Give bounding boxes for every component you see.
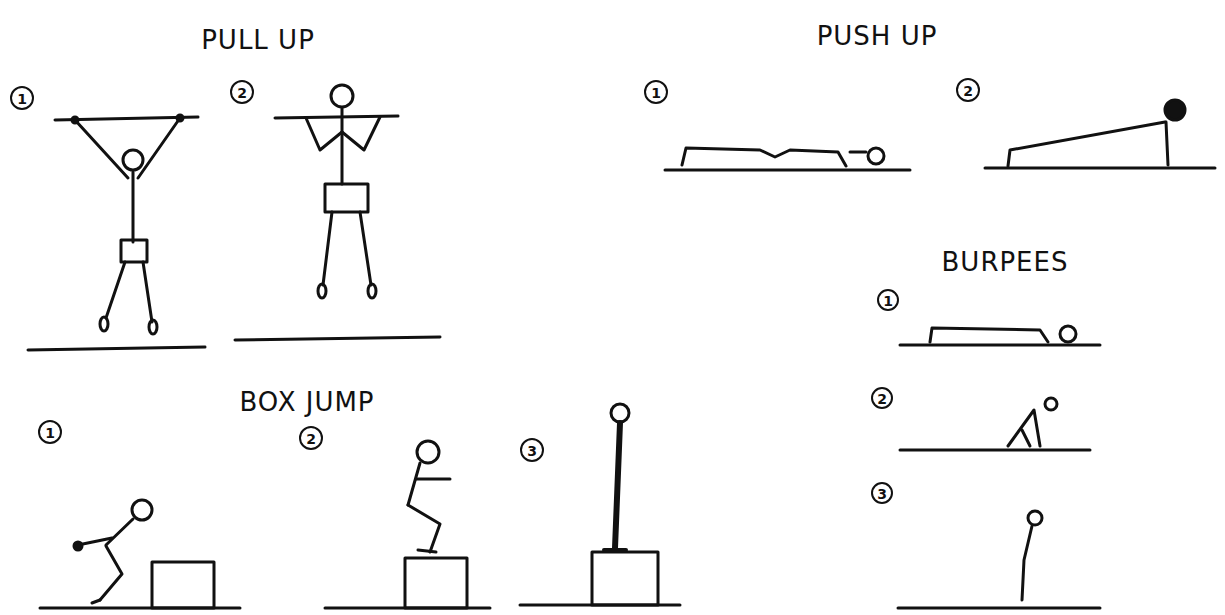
exercise-title: BOX JUMP: [239, 389, 374, 415]
callout-number: 2: [237, 86, 247, 100]
exercise-title: PUSH UP: [817, 23, 938, 49]
exercise-title: PULL UP: [201, 27, 315, 53]
callout-number: 2: [877, 392, 887, 406]
callout-number: 1: [651, 86, 661, 100]
callout-number: 3: [527, 444, 537, 458]
exercise-title: BURPEES: [942, 249, 1069, 275]
callout-number: 1: [17, 92, 27, 106]
callout-number: 2: [306, 432, 316, 446]
callout-number: 1: [45, 426, 55, 440]
callout-number: 3: [877, 487, 887, 501]
callout-number: 2: [963, 84, 973, 98]
callout-number: 1: [883, 294, 893, 308]
